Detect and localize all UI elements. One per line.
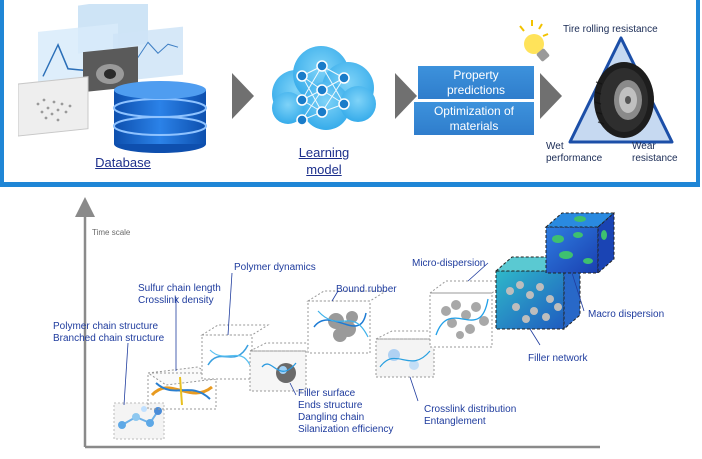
multiscale-diagram bbox=[75, 197, 616, 449]
property-predictions-box: Property predictions bbox=[418, 66, 534, 99]
macro-dispersion-label: Macro dispersion bbox=[588, 309, 665, 320]
time-scale-label: Time scale bbox=[92, 228, 131, 237]
polymer-chain-label: Polymer chain structure Branched chain s… bbox=[53, 321, 165, 344]
cube-macro-dispersion bbox=[544, 211, 616, 275]
tire-triangle-illustration bbox=[568, 36, 674, 144]
bound-rubber-label: Bound rubber bbox=[336, 284, 397, 295]
cube-sulfur-chain bbox=[146, 366, 218, 410]
tire-rolling-resistance-label: Tire rolling resistance bbox=[563, 24, 658, 35]
filler-network-label: Filler network bbox=[528, 353, 588, 364]
database-label: Database bbox=[95, 155, 151, 170]
cube-polymer-dynamics bbox=[200, 324, 270, 380]
cube-filler-network bbox=[494, 255, 582, 331]
lightbulb-icon bbox=[519, 20, 550, 62]
wet-performance-label: Wet performance bbox=[546, 141, 603, 164]
arrow-right-icon bbox=[232, 73, 254, 119]
database-illustration bbox=[18, 4, 207, 153]
micro-dispersion-label: Micro-dispersion bbox=[412, 258, 486, 269]
learning-model-label: Learning model bbox=[298, 145, 350, 177]
polymer-dynamics-label: Polymer dynamics bbox=[234, 262, 316, 273]
cube-bound-rubber bbox=[306, 290, 388, 354]
filler-surface-label: Filler surface Ends structure Dangling c… bbox=[298, 388, 394, 435]
cube-crosslink-distribution bbox=[375, 330, 451, 378]
wear-resistance-label: Wear resistance bbox=[632, 141, 678, 164]
crosslink-distribution-label: Crosslink distribution Entanglement bbox=[424, 404, 517, 427]
arrow-right-icon bbox=[395, 73, 417, 119]
cube-polymer-chain bbox=[113, 402, 165, 440]
tire-icon bbox=[594, 62, 654, 138]
optimization-box: Optimization of materials bbox=[414, 102, 534, 135]
sulfur-chain-label: Sulfur chain length Crosslink density bbox=[138, 283, 221, 306]
neural-network-cloud-icon bbox=[272, 46, 376, 130]
database-icon bbox=[113, 81, 207, 153]
arrow-right-icon bbox=[540, 73, 562, 119]
